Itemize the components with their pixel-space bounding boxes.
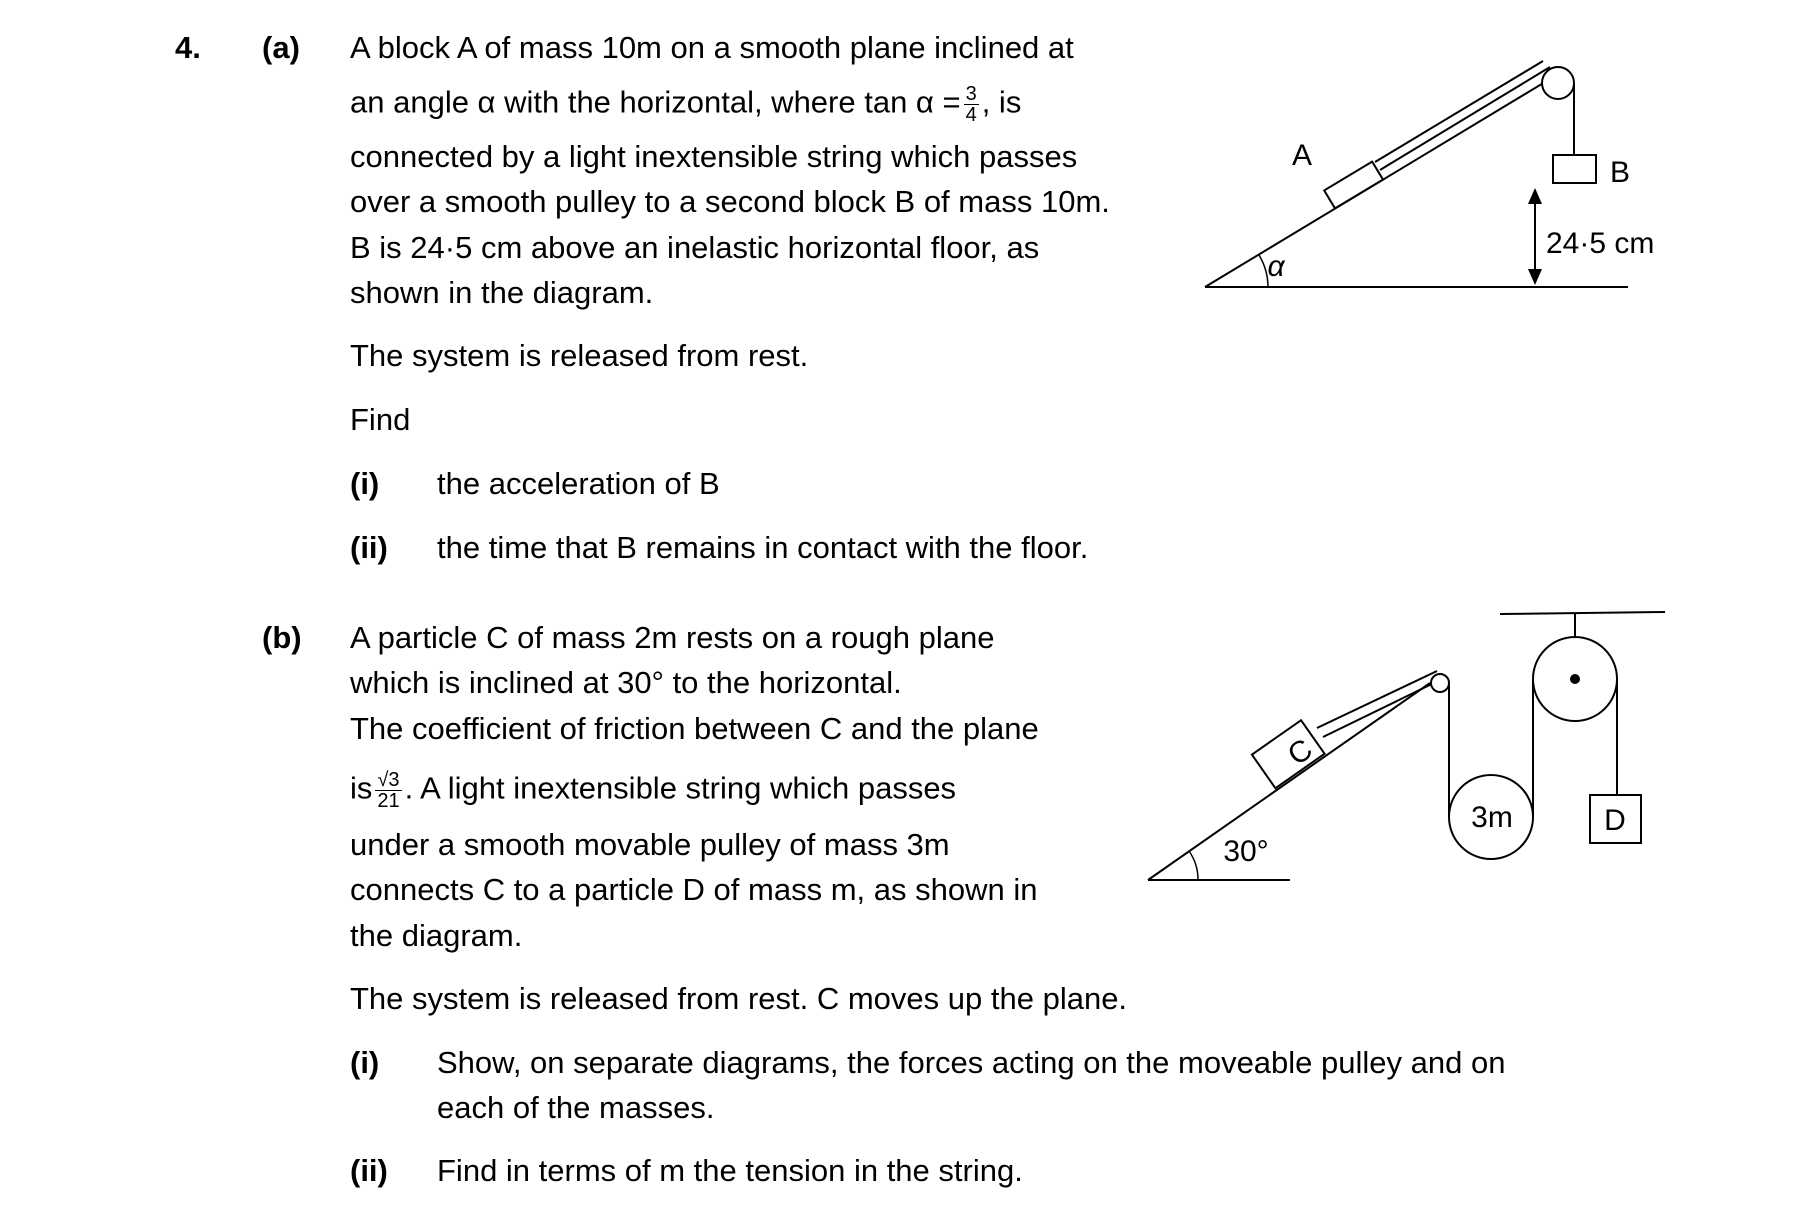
question-number: 4.: [175, 30, 201, 65]
part-a-item-i-label: (i): [350, 466, 380, 501]
height-arrow-down: [1528, 269, 1542, 285]
diagram-b: [1147, 611, 1666, 881]
pulley-a: [1541, 66, 1575, 100]
part-b-line-4-text: is: [350, 770, 373, 806]
part-a-line-5: B is 24·5 cm above an inelastic horizont…: [350, 230, 1040, 265]
part-b-line-3: The coefficient of friction between C an…: [350, 711, 1039, 746]
part-b-released: The system is released from rest. C move…: [350, 981, 1128, 1016]
fraction-numerator: √3: [375, 770, 402, 791]
part-b-item-i-label: (i): [350, 1045, 380, 1080]
angle-arc-30: [1188, 850, 1199, 881]
part-b-line-7: the diagram.: [350, 918, 523, 953]
incline-b: [1147, 682, 1431, 881]
label-30-degrees: 30°: [1223, 835, 1268, 868]
part-a-line-6: shown in the diagram.: [350, 275, 654, 310]
incline-pulley-b: [1430, 673, 1450, 693]
block-a: [1322, 160, 1385, 210]
label-height: 24·5 cm: [1546, 227, 1654, 260]
part-a-line-1: A block A of mass 10m on a smooth plane …: [350, 30, 1074, 65]
part-a-line-4: over a smooth pulley to a second block B…: [350, 184, 1110, 219]
label-d: D: [1604, 804, 1626, 837]
string-a-upper: [1379, 66, 1551, 171]
label-b: B: [1610, 156, 1630, 189]
part-b-item-i-text-2: each of the masses.: [437, 1090, 715, 1125]
part-b-line-4-tail: . A light inextensible string which pass…: [404, 770, 957, 806]
part-a-item-i-text: the acceleration of B: [437, 466, 720, 501]
part-a-item-ii-text: the time that B remains in contact with …: [437, 530, 1089, 565]
part-a-released: The system is released from rest.: [350, 338, 809, 373]
part-a-find: Find: [350, 402, 411, 437]
particle-c: [1250, 718, 1326, 790]
fraction-denominator: 4: [965, 104, 977, 126]
part-b-item-ii-text: Find in terms of m the tension in the st…: [437, 1153, 1023, 1188]
string-b-upper: [1322, 679, 1441, 738]
part-b-label: (b): [262, 620, 302, 655]
part-a-line-2-tail: , is: [981, 84, 1022, 120]
part-b-item-i-text: Show, on separate diagrams, the forces a…: [437, 1045, 1506, 1080]
part-a-line-3: connected by a light inextensible string…: [350, 139, 1078, 174]
part-b-line-1: A particle C of mass 2m rests on a rough…: [350, 620, 995, 655]
part-b-line-5: under a smooth movable pulley of mass 3m: [350, 827, 950, 862]
particle-d: [1589, 794, 1642, 844]
block-b: [1552, 154, 1597, 184]
angle-arc-alpha: [1258, 254, 1269, 288]
label-a: A: [1292, 139, 1312, 172]
diagram-a: [1204, 60, 1628, 288]
part-a-label: (a): [262, 30, 300, 65]
part-a-line-2: an angle α with the horizontal, where ta…: [350, 84, 1021, 125]
fraction-numerator: 3: [963, 83, 979, 105]
part-a-item-ii-label: (ii): [350, 530, 388, 565]
part-b-line-2: which is inclined at 30° to the horizont…: [350, 665, 902, 700]
string-a-lower: [1374, 60, 1544, 163]
part-b-item-ii-label: (ii): [350, 1153, 388, 1188]
height-arrow-up: [1528, 188, 1542, 204]
label-alpha: α: [1267, 250, 1285, 283]
label-3m: 3m: [1471, 801, 1513, 834]
fraction-denominator: 21: [377, 790, 400, 812]
fixed-pulley-axle: [1570, 674, 1580, 684]
ceiling-line: [1499, 611, 1666, 615]
string-b-lower: [1316, 670, 1438, 729]
part-a-line-2-text: an angle α with the horizontal, where ta…: [350, 84, 961, 120]
part-b-line-6: connects C to a particle D of mass m, as…: [350, 872, 1038, 907]
